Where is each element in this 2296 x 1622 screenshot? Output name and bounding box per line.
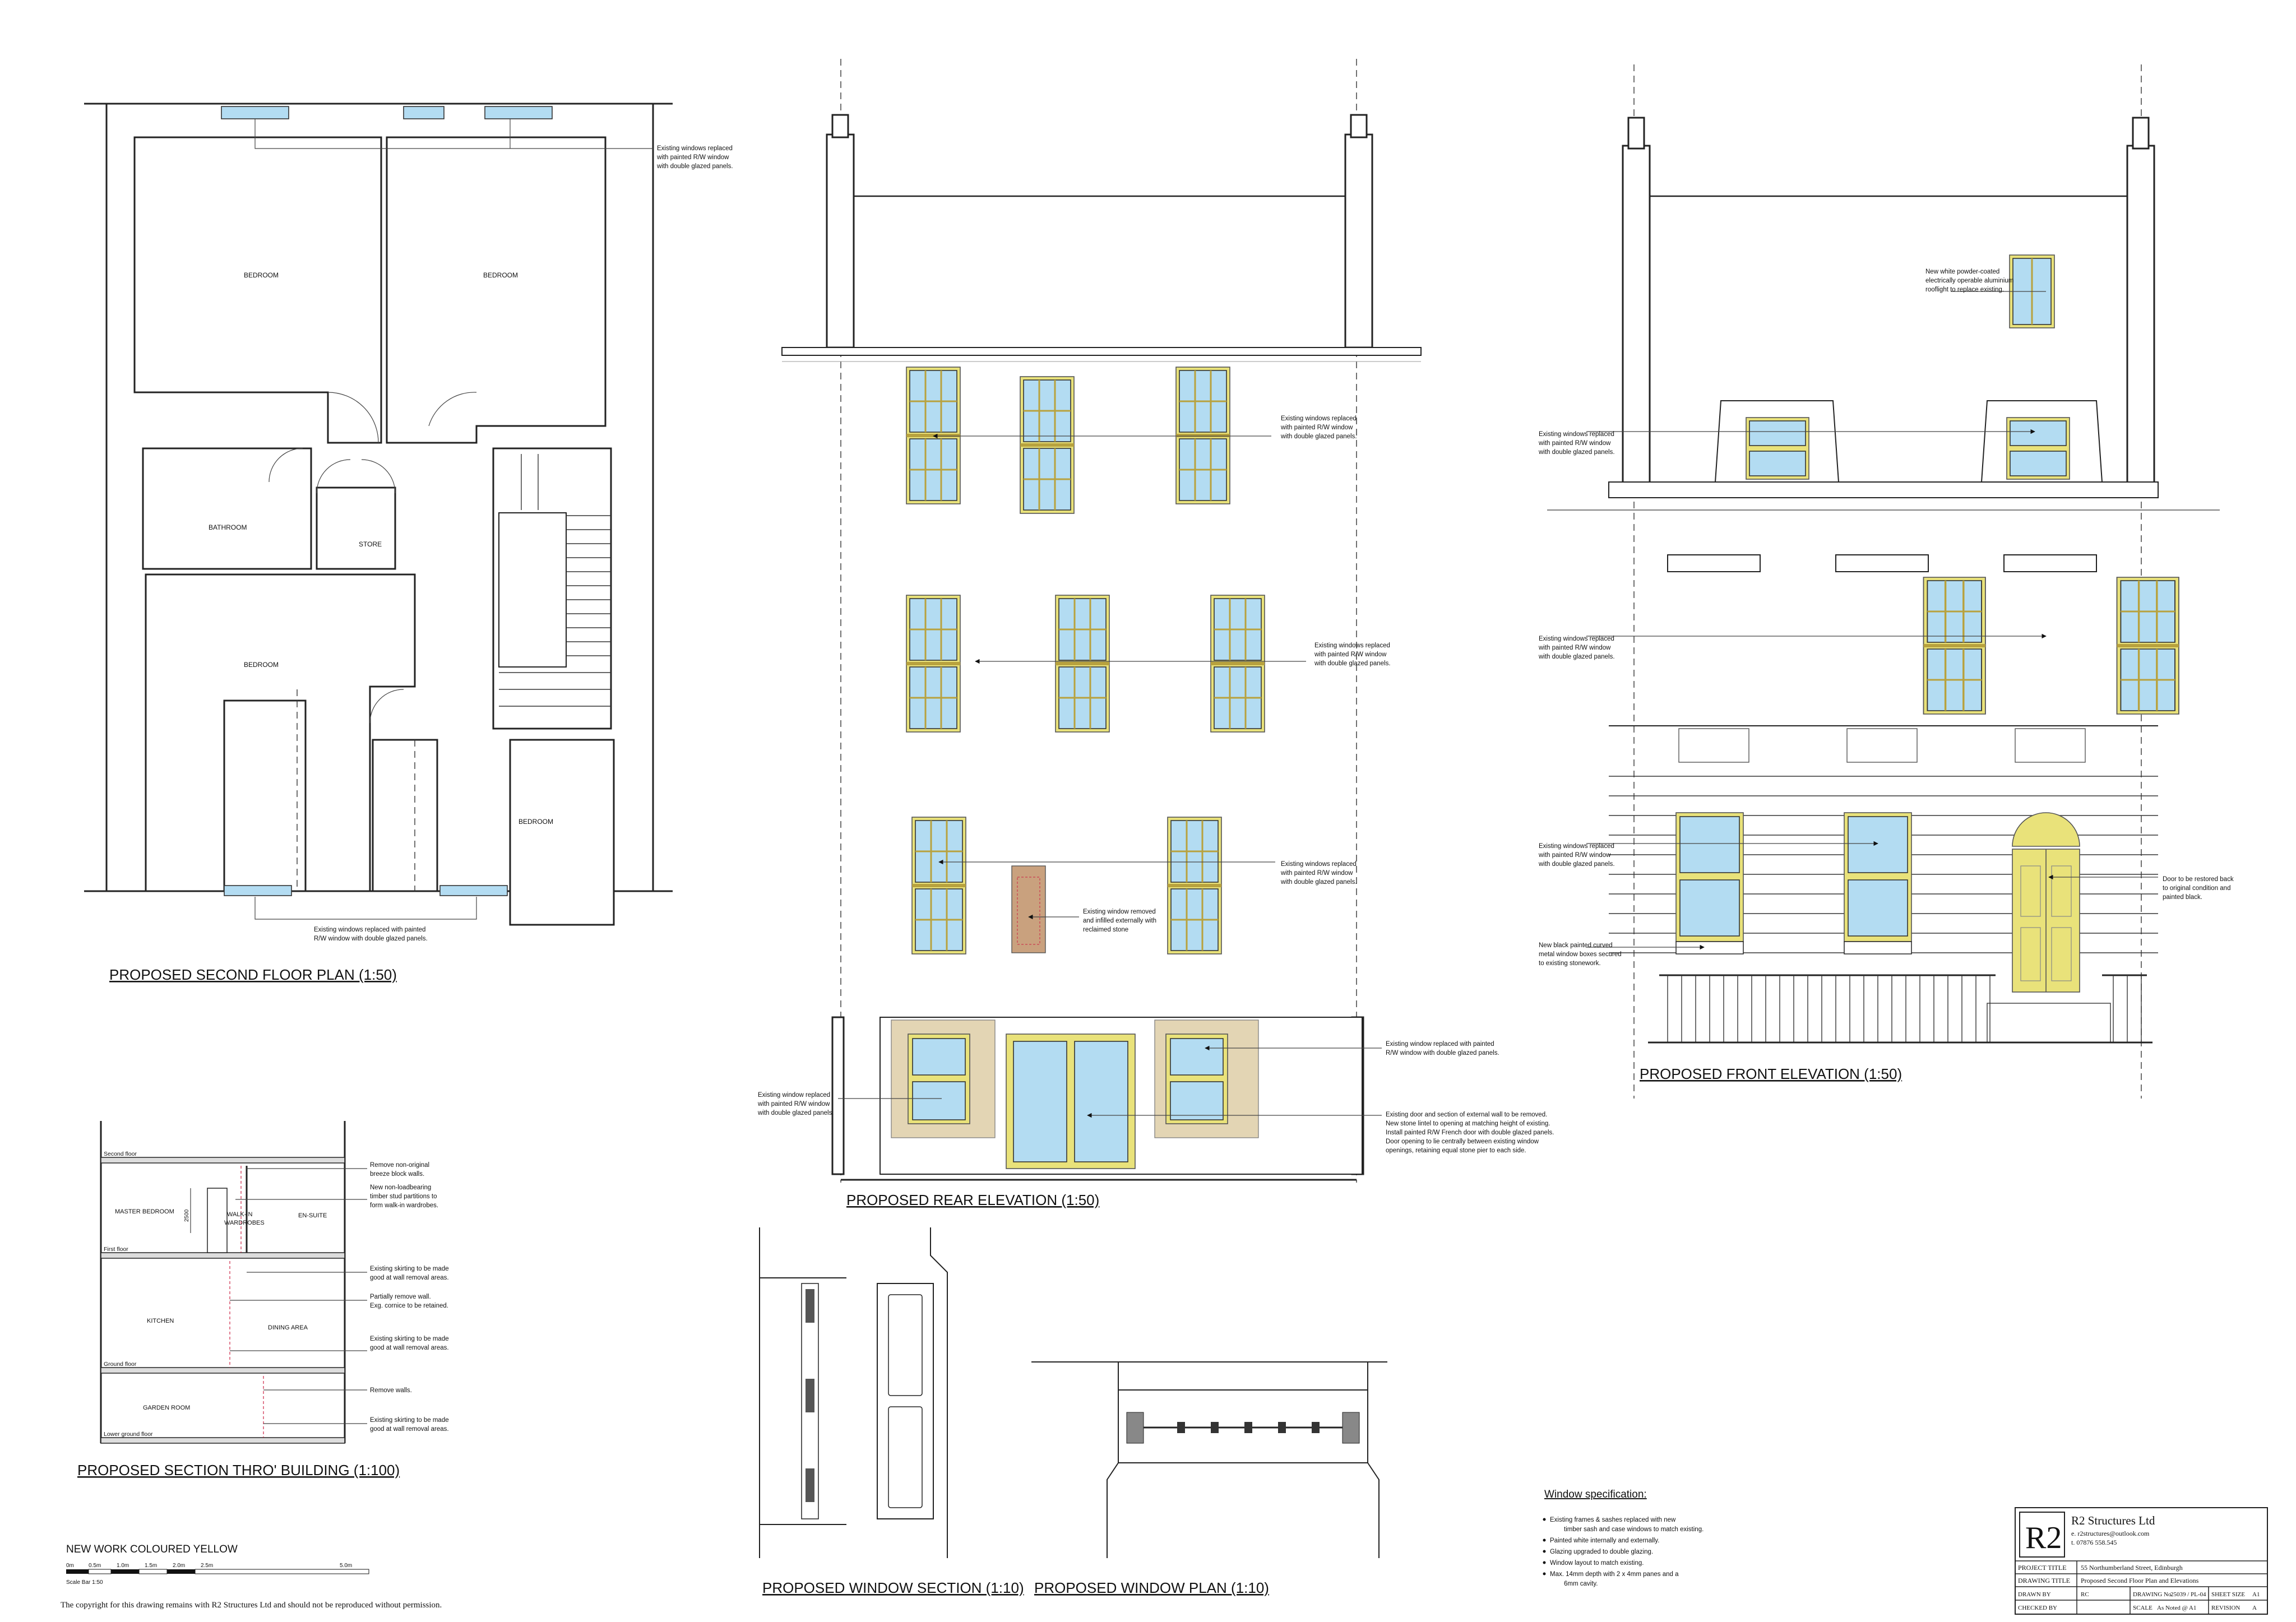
tb-label: SCALE (2133, 1605, 2152, 1611)
section-note-3: Existing skirting to be made good at wal… (370, 1266, 451, 1281)
rear-note-7: Existing door and section of external wa… (1386, 1111, 1556, 1154)
scale-label: 1.0m (117, 1563, 129, 1569)
section-room: GARDEN ROOM (143, 1405, 190, 1411)
sheet-size: A1 (2252, 1591, 2260, 1598)
tb-label: DRAWN BY (2018, 1591, 2051, 1598)
section-room: EN-SUITE (298, 1212, 327, 1219)
rear-note-6: Existing window replaced with painted R/… (757, 1092, 834, 1116)
rear-note-5: Existing window replaced with painted R/… (1386, 1041, 1499, 1056)
copyright-notice: The copyright for this drawing remains w… (61, 1601, 442, 1610)
window-spec-list: Existing frames & sashes replaced with n… (1550, 1517, 1706, 1587)
scale-label: 0.5m (89, 1563, 101, 1569)
rear-elevation (781, 59, 1422, 1183)
new-work-legend: NEW WORK COLOURED YELLOW (66, 1544, 238, 1555)
front-note-boxes: New black painted curved metal window bo… (1539, 942, 1623, 967)
section-note-2: New non-loadbearing timber stud partitio… (370, 1184, 439, 1209)
title-front-elevation: PROPOSED FRONT ELEVATION (1:50) (1640, 1065, 1902, 1082)
drawn-by: RC (2081, 1591, 2089, 1598)
revision: A (2252, 1605, 2257, 1611)
window-spec-title: Window specification: (1544, 1489, 1647, 1500)
title-rear-elevation: PROPOSED REAR ELEVATION (1:50) (846, 1192, 1099, 1208)
r2-logo: R2 (2025, 1521, 2062, 1555)
rear-note-3: Existing windows replaced with painted R… (1280, 861, 1358, 886)
room-label: BEDROOM (244, 271, 279, 279)
plan-note-top: Existing windows replaced with painted R… (656, 145, 734, 170)
section-note-5: Existing skirting to be made good at wal… (370, 1336, 451, 1351)
section-room: WARDROBES (224, 1220, 265, 1226)
front-elevation (1547, 64, 2220, 1099)
section-note-4: Partially remove wall. Exg. cornice to b… (370, 1294, 448, 1309)
front-note-rooflight: New white powder-coated electrically ope… (1925, 268, 2015, 293)
plan-note-bottom: Existing windows replaced with painted R… (314, 926, 428, 942)
section-room: WALK-IN (227, 1211, 252, 1218)
title-window-section: PROPOSED WINDOW SECTION (1:10) (762, 1579, 1024, 1596)
front-note-2: Existing windows replaced with painted R… (1538, 636, 1616, 660)
room-label: STORE (359, 540, 382, 548)
tb-label: REVISION (2211, 1605, 2240, 1611)
tb-label: SHEET SIZE (2211, 1591, 2245, 1598)
rear-note-1: Existing windows replaced with painted R… (1280, 415, 1358, 440)
company-name: R2 Structures Ltd (2071, 1514, 2155, 1527)
title-second-floor-plan: PROPOSED SECOND FLOOR PLAN (1:50) (109, 966, 397, 983)
section-room: DINING AREA (268, 1324, 308, 1331)
scale-label: 5.0m (340, 1563, 352, 1569)
scale-label: 0m (66, 1563, 74, 1569)
level-label: Second floor (104, 1151, 137, 1157)
rear-note-2: Existing windows replaced with painted R… (1314, 642, 1392, 667)
section-note-1: Remove non-original breeze block walls. (370, 1162, 431, 1178)
front-note-1: Existing windows replaced with painted R… (1538, 431, 1616, 456)
window-plan-detail (1031, 1361, 1387, 1558)
company-email: e. r2structures@outlook.com (2071, 1530, 2150, 1537)
company-phone: t. 07876 558.545 (2071, 1538, 2117, 1546)
tb-label: PROJECT TITLE (2018, 1564, 2067, 1572)
title-window-plan: PROPOSED WINDOW PLAN (1:10) (1034, 1579, 1269, 1596)
section-room: MASTER BEDROOM (115, 1208, 174, 1215)
title-section: PROPOSED SECTION THRO' BUILDING (1:100) (77, 1462, 400, 1479)
room-label: BATHROOM (209, 523, 247, 531)
room-label: BEDROOM (483, 271, 518, 279)
scale-caption: Scale Bar 1:50 (66, 1579, 103, 1586)
tb-label: DRAWING TITLE (2018, 1577, 2070, 1584)
scale-label: 1.5m (145, 1563, 157, 1569)
dimension-label: 2500 (184, 1209, 190, 1222)
level-label: Ground floor (104, 1361, 137, 1368)
window-section-detail (759, 1227, 948, 1558)
section-note-6: Remove walls. (370, 1387, 412, 1394)
level-label: Lower ground floor (104, 1431, 153, 1438)
room-label: BEDROOM (519, 818, 553, 826)
scale-bar (66, 1569, 369, 1574)
room-label: BEDROOM (244, 661, 279, 669)
scale-value: As Noted @ A1 (2157, 1605, 2196, 1611)
section-note-7: Existing skirting to be made good at wal… (370, 1417, 451, 1433)
scale-label: 2.0m (173, 1563, 185, 1569)
front-note-door: Door to be restored back to original con… (2163, 876, 2235, 901)
level-label: First floor (104, 1246, 128, 1253)
title-block (2015, 1507, 2268, 1615)
drawing-title: Proposed Second Floor Plan and Elevation… (2081, 1577, 2199, 1584)
rear-note-4: Existing window removed and infilled ext… (1083, 909, 1158, 933)
project-title: 55 Northumberland Street, Edinburgh (2081, 1564, 2183, 1572)
tb-label: DRAWING No. (2133, 1591, 2173, 1598)
scale-label: 2.5m (201, 1563, 213, 1569)
front-note-3: Existing windows replaced with painted R… (1538, 843, 1616, 868)
drawing-no: 25039 / PL-04 (2170, 1591, 2206, 1598)
building-section (100, 1121, 367, 1444)
second-floor-plan (84, 103, 673, 926)
section-room: KITCHEN (147, 1318, 174, 1324)
tb-label: CHECKED BY (2018, 1605, 2057, 1611)
